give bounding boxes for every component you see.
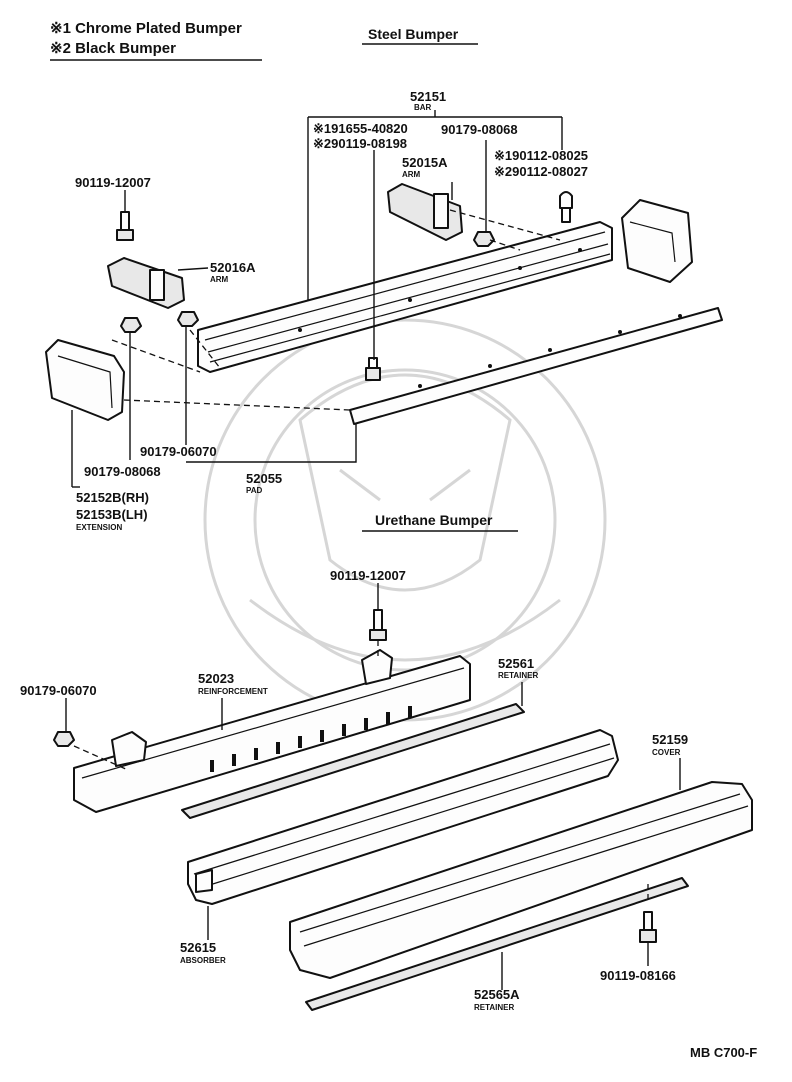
label-90112-08027: ※290112-08027	[494, 164, 588, 179]
svg-text:52023: 52023	[198, 671, 234, 686]
label-90112-08025: ※190112-08025	[494, 148, 588, 163]
svg-text:52055: 52055	[246, 471, 282, 486]
label-52151-bar: 52151 BAR	[410, 89, 446, 112]
cover-52159-part	[289, 781, 753, 979]
label-90179-08068-left: 90179-08068	[84, 464, 161, 479]
heading-steel-bumper: Steel Bumper	[368, 26, 459, 42]
label-91655-40820: ※191655-40820	[313, 121, 408, 136]
svg-text:52615: 52615	[180, 940, 216, 955]
label-90179-06070-steel: 90179-06070	[140, 444, 217, 459]
label-90179-08068-right: 90179-08068	[441, 122, 518, 137]
svg-text:ABSORBER: ABSORBER	[180, 956, 226, 965]
label-90119-12007-steel: 90119-12007	[75, 175, 151, 190]
label-90119-12007-urethane: 90119-12007	[330, 568, 406, 583]
reinforcement-part	[73, 649, 471, 813]
bolt-90119-12007-steel	[116, 211, 134, 241]
nut-90179-08068-left	[120, 317, 142, 333]
bolt-90119-08166	[639, 911, 657, 943]
svg-text:EXTENSION: EXTENSION	[76, 523, 122, 532]
svg-text:ARM: ARM	[402, 170, 421, 179]
retainer-52565A-part	[305, 877, 689, 1011]
svg-text:RETAINER: RETAINER	[498, 671, 539, 680]
svg-text:REINFORCEMENT: REINFORCEMENT	[198, 687, 268, 696]
svg-text:ARM: ARM	[210, 275, 229, 284]
label-52016A-arm: 52016A ARM	[210, 260, 256, 284]
pad-part	[349, 307, 723, 425]
label-90119-08198: ※290119-08198	[313, 136, 407, 151]
absorber-52615-part	[187, 729, 619, 905]
bolt-90112-08025	[559, 191, 573, 223]
arm-52015A-part	[387, 183, 463, 241]
heading-urethane-bumper: Urethane Bumper	[375, 512, 493, 528]
bolt-90119-12007-urethane	[369, 609, 387, 641]
bar-part	[197, 221, 613, 373]
label-extension: 52152B(RH) 52153B(LH) EXTENSION	[76, 490, 149, 532]
label-52561-retainer: 52561 RETAINER	[498, 656, 539, 680]
nut-90179-06070-steel	[177, 311, 199, 327]
label-52159-cover: 52159 COVER	[652, 732, 688, 757]
svg-text:52151: 52151	[410, 89, 446, 104]
label-52565A-retainer: 52565A RETAINER	[474, 987, 520, 1012]
label-90119-08166: 90119-08166	[600, 968, 676, 983]
svg-text:52159: 52159	[652, 732, 688, 747]
svg-text:52015A: 52015A	[402, 155, 448, 170]
legend-black: ※2 Black Bumper	[50, 40, 176, 57]
svg-text:52016A: 52016A	[210, 260, 256, 275]
bolt-90119-08198	[365, 357, 381, 381]
extension-left-part	[45, 339, 125, 421]
svg-text:52152B(RH): 52152B(RH)	[76, 490, 149, 505]
extension-right-part	[621, 199, 693, 283]
svg-text:52153B(LH): 52153B(LH)	[76, 507, 148, 522]
label-52015A-arm: 52015A ARM	[402, 155, 448, 179]
svg-text:PAD: PAD	[246, 486, 263, 495]
label-90179-06070-urethane: 90179-06070	[20, 683, 97, 698]
diagram-code: MB C700-F	[690, 1045, 757, 1060]
label-52055-pad: 52055 PAD	[246, 471, 282, 495]
retainer-52561-part	[181, 703, 525, 819]
svg-text:COVER: COVER	[652, 748, 681, 757]
label-52023-reinforcement: 52023 REINFORCEMENT	[198, 671, 268, 696]
label-52615-absorber: 52615 ABSORBER	[180, 940, 226, 965]
arm-52016A-part	[107, 257, 185, 309]
svg-text:BAR: BAR	[414, 103, 432, 112]
nut-90179-08068-right	[473, 231, 495, 247]
svg-text:52561: 52561	[498, 656, 534, 671]
svg-text:52565A: 52565A	[474, 987, 520, 1002]
nut-90179-06070-urethane	[53, 731, 75, 747]
svg-text:RETAINER: RETAINER	[474, 1003, 515, 1012]
legend-chrome: ※1 Chrome Plated Bumper	[50, 20, 242, 37]
